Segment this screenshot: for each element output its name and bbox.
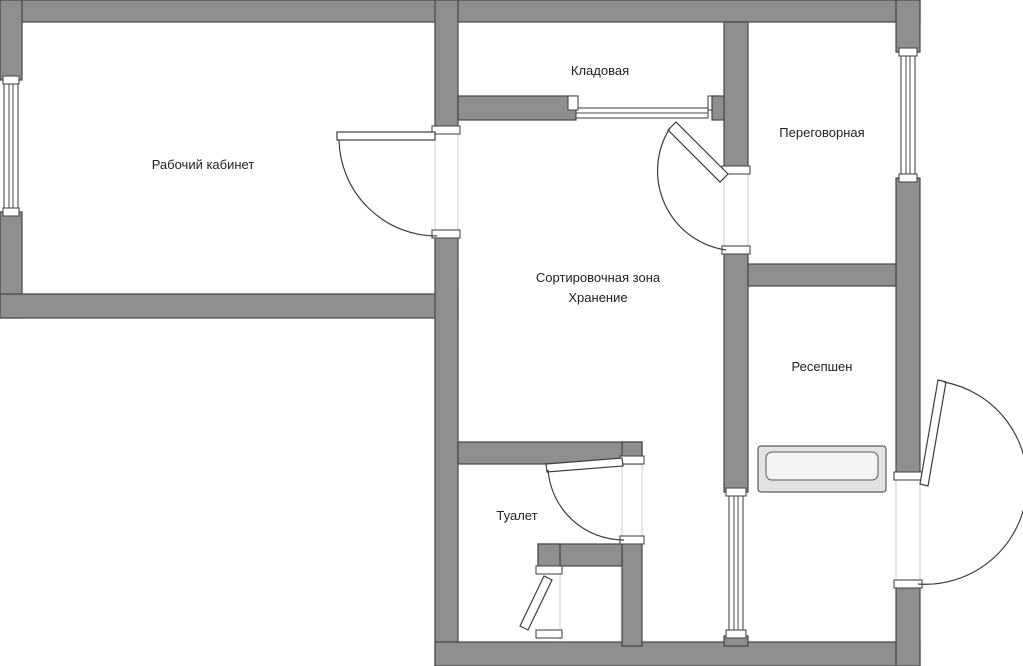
wall-office-sorting-lower (434, 235, 459, 666)
wall-meeting-reception (747, 263, 897, 287)
wall-right-bottom (895, 585, 921, 666)
wall-toilet-right-lower (621, 539, 643, 647)
wall-right-middle (895, 177, 921, 477)
room-labels: Рабочий кабинет Кладовая Переговорная Со… (152, 63, 865, 523)
wall-central-upper (723, 21, 749, 171)
door-bathroom (519, 565, 563, 642)
storage-opening (567, 95, 725, 121)
door-toilet (545, 455, 645, 545)
wall-bottom-outer (434, 641, 921, 666)
windows (2, 47, 918, 639)
room-label-storage: Кладовая (571, 63, 629, 78)
doors (336, 121, 1023, 642)
room-label-office: Рабочий кабинет (152, 157, 255, 172)
wall-office-sorting-upper (434, 0, 459, 131)
room-label-toilet: Туалет (496, 508, 537, 523)
room-label-sorting: Сортировочная зона (536, 270, 661, 285)
walls (0, 0, 921, 666)
door-meeting (656, 121, 751, 255)
door-office (336, 125, 461, 239)
room-label-reception: Ресепшен (792, 359, 853, 374)
wall-office-left-upper (0, 0, 23, 81)
wall-storage-bottom (457, 95, 577, 121)
window-office (2, 75, 20, 217)
room-label-meeting: Переговорная (779, 125, 864, 140)
door-entrance (893, 379, 1023, 589)
wall-central-middle (723, 251, 749, 493)
partition-reception (725, 487, 747, 639)
wall-office-bottom (0, 293, 459, 319)
window-meeting (898, 47, 918, 183)
wall-right-top (895, 0, 921, 53)
room-label-sorting-sub: Хранение (568, 290, 627, 305)
wall-top-outer (0, 0, 921, 23)
reception-desk (757, 445, 887, 493)
